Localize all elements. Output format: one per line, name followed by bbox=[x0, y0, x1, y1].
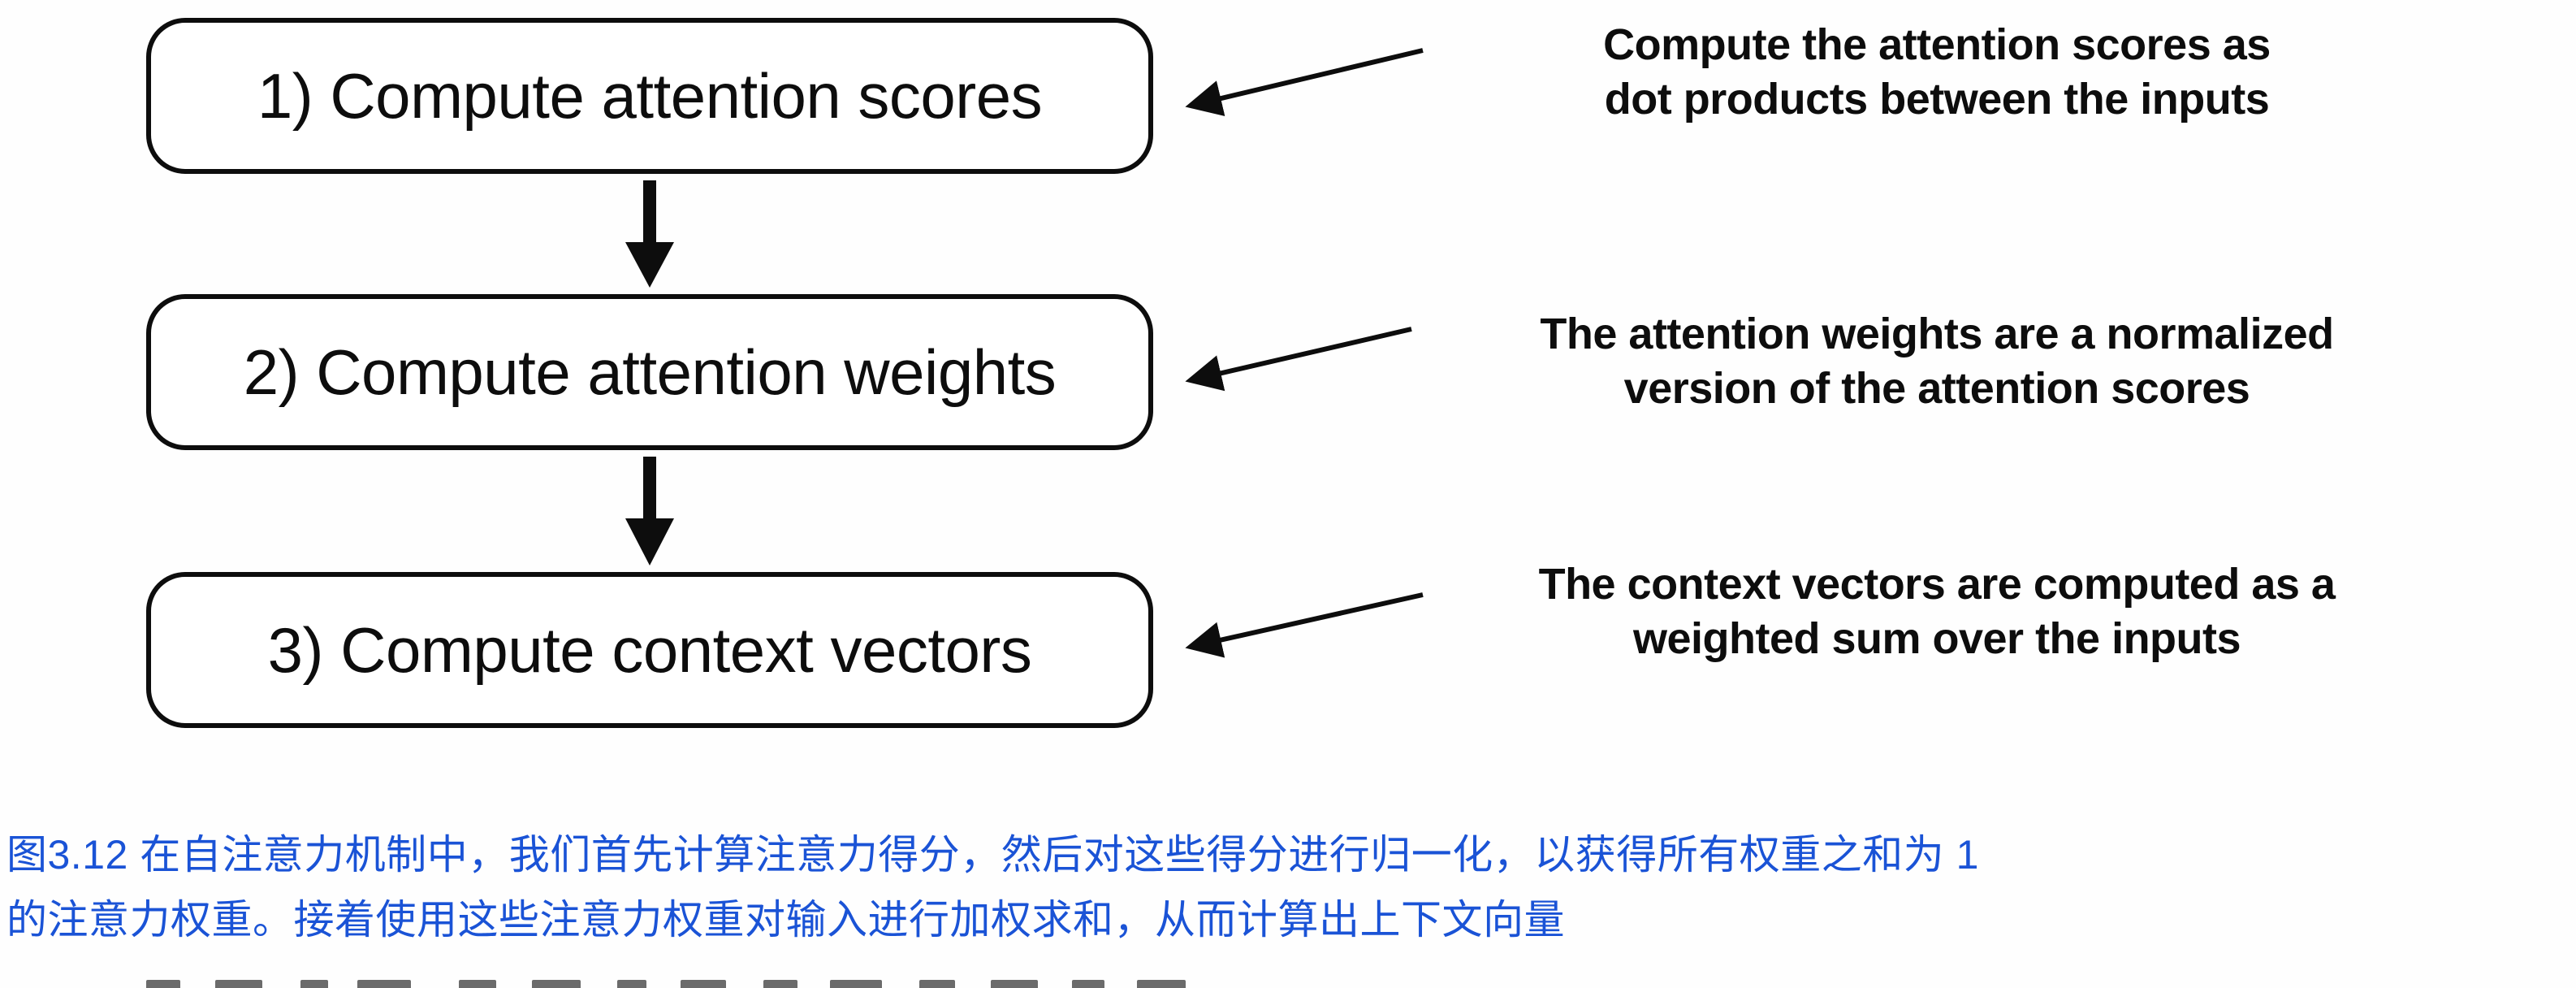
note-2: The attention weights are a normalized v… bbox=[1454, 307, 2420, 416]
note-arrow-2 bbox=[1185, 327, 1412, 392]
note-arrow-1 bbox=[1185, 48, 1424, 117]
note-2-line-1: The attention weights are a normalized bbox=[1540, 310, 2334, 358]
note-2-line-2: version of the attention scores bbox=[1623, 364, 2250, 413]
note-3: The context vectors are computed as a we… bbox=[1454, 557, 2420, 666]
down-arrow-1 bbox=[625, 180, 674, 288]
step-box-3: 3) Compute context vectors bbox=[146, 572, 1153, 728]
step-box-1: 1) Compute attention scores bbox=[146, 18, 1153, 174]
caption-line-1: 图3.12 在自注意力机制中，我们首先计算注意力得分，然后对这些得分进行归一化，… bbox=[6, 832, 1979, 878]
down-arrow-2 bbox=[625, 457, 674, 566]
note-1-line-2: dot products between the inputs bbox=[1604, 75, 2270, 124]
note-3-line-1: The context vectors are computed as a bbox=[1538, 560, 2336, 609]
caption-line-2: 的注意力权重。接着使用这些注意力权重对输入进行加权求和，从而计算出上下文向量 bbox=[6, 897, 1565, 942]
step-2-label: 2) Compute attention weights bbox=[243, 336, 1057, 408]
note-1-line-1: Compute the attention scores as bbox=[1603, 20, 2271, 69]
cropped-next-line bbox=[138, 978, 1218, 988]
note-3-line-2: weighted sum over the inputs bbox=[1632, 614, 2241, 663]
step-3-label: 3) Compute context vectors bbox=[267, 613, 1032, 686]
step-1-label: 1) Compute attention scores bbox=[257, 59, 1043, 132]
note-1: Compute the attention scores as dot prod… bbox=[1454, 18, 2420, 127]
figure-caption: 图3.12 在自注意力机制中，我们首先计算注意力得分，然后对这些得分进行归一化，… bbox=[6, 822, 2570, 952]
note-arrow-3 bbox=[1185, 592, 1424, 658]
step-box-2: 2) Compute attention weights bbox=[146, 294, 1153, 450]
